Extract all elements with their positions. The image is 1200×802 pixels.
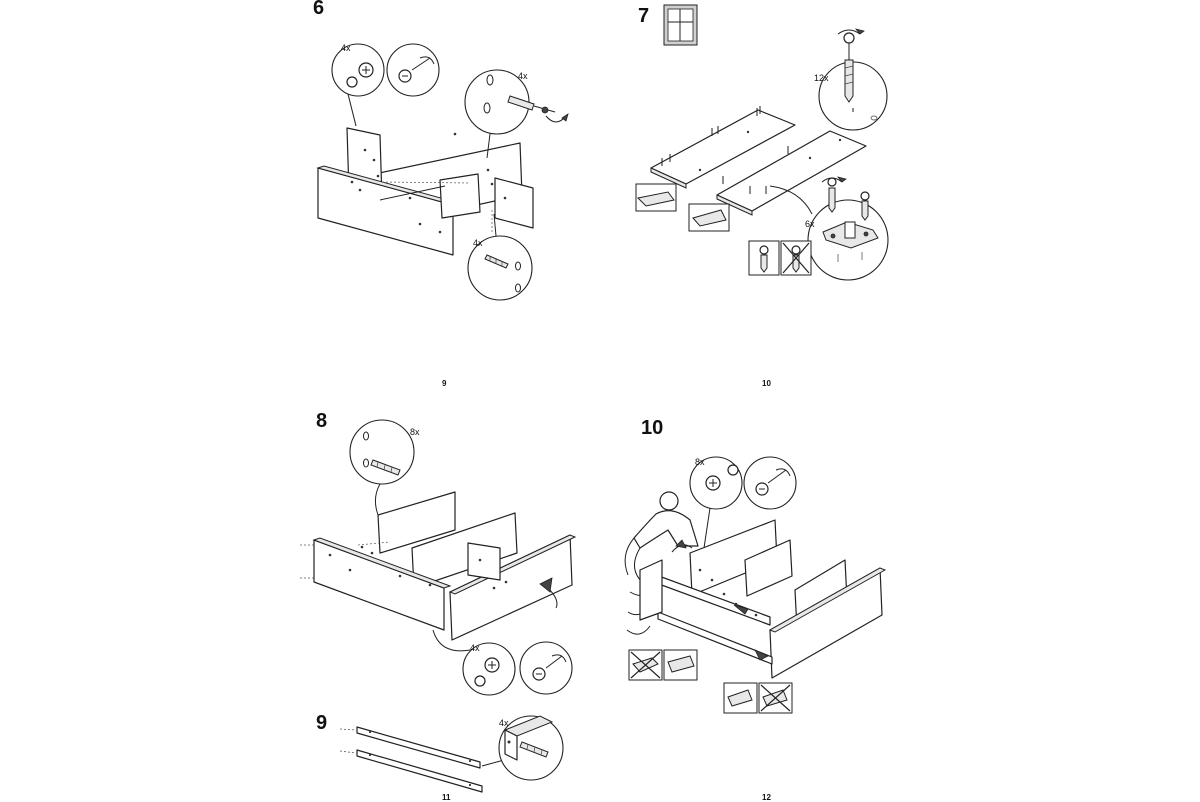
page-number-10: 10 [762, 379, 771, 388]
step-8-illustration: 8x 4x [300, 419, 577, 696]
step-9-number: 9 [316, 712, 328, 734]
incorrect-rail-orientation-icon [628, 649, 663, 681]
step-7-number: 7 [638, 5, 650, 27]
screw-icon [837, 28, 865, 103]
step-8-qty-dowel: 8x [410, 427, 420, 437]
step-9-qty-dowel: 4x [499, 718, 509, 728]
screw-icon [860, 191, 870, 221]
screwdriver-icon [398, 56, 435, 83]
step-7-qty-screw: 12x [814, 73, 829, 83]
step-9-illustration: 4x [339, 715, 564, 793]
bracket-icon [822, 221, 879, 249]
step-8-number: 8 [316, 410, 328, 432]
step-7-illustration: 12x 6x [635, 4, 889, 281]
cam-bolt-icon [507, 95, 569, 123]
page-number-9: 9 [442, 379, 447, 388]
step-6-qty-left: 4x [341, 43, 351, 53]
dowel-icon [484, 254, 509, 269]
correct-rail-orientation-icon [663, 649, 698, 681]
step-6-qty-dowel: 4x [473, 238, 483, 248]
screw-icon [821, 176, 847, 213]
screwdriver-icon [532, 654, 567, 681]
step-6-number: 6 [313, 0, 325, 19]
page-number-11: 11 [442, 793, 451, 802]
dowel-icon [519, 741, 549, 758]
incorrect-panel-orientation-icon [758, 682, 793, 714]
step-10-illustration: 8x [624, 456, 887, 714]
step-8-qty-cam: 4x [470, 643, 480, 653]
screwdriver-icon [755, 468, 791, 496]
rotate-arrow-icon [539, 577, 558, 609]
dowel-icon [370, 459, 401, 476]
correct-panel-orientation-icon [723, 682, 758, 714]
page-number-12: 12 [762, 793, 771, 802]
step-10-qty-cam: 8x [695, 457, 705, 467]
cam-lock-icon [346, 62, 374, 88]
screwdriver-allowed-icon [748, 240, 780, 276]
cam-lock-icon [705, 464, 739, 491]
cabinet-thumbnail [663, 4, 698, 46]
step-6-illustration: 4x 4x 4x [316, 43, 569, 301]
cam-lock-icon [474, 657, 500, 687]
no-power-drill-icon [780, 240, 812, 276]
step-10-number: 10 [641, 417, 664, 439]
step-7-qty-bracket: 6x [805, 219, 815, 229]
step-6-qty-right: 4x [518, 71, 528, 81]
